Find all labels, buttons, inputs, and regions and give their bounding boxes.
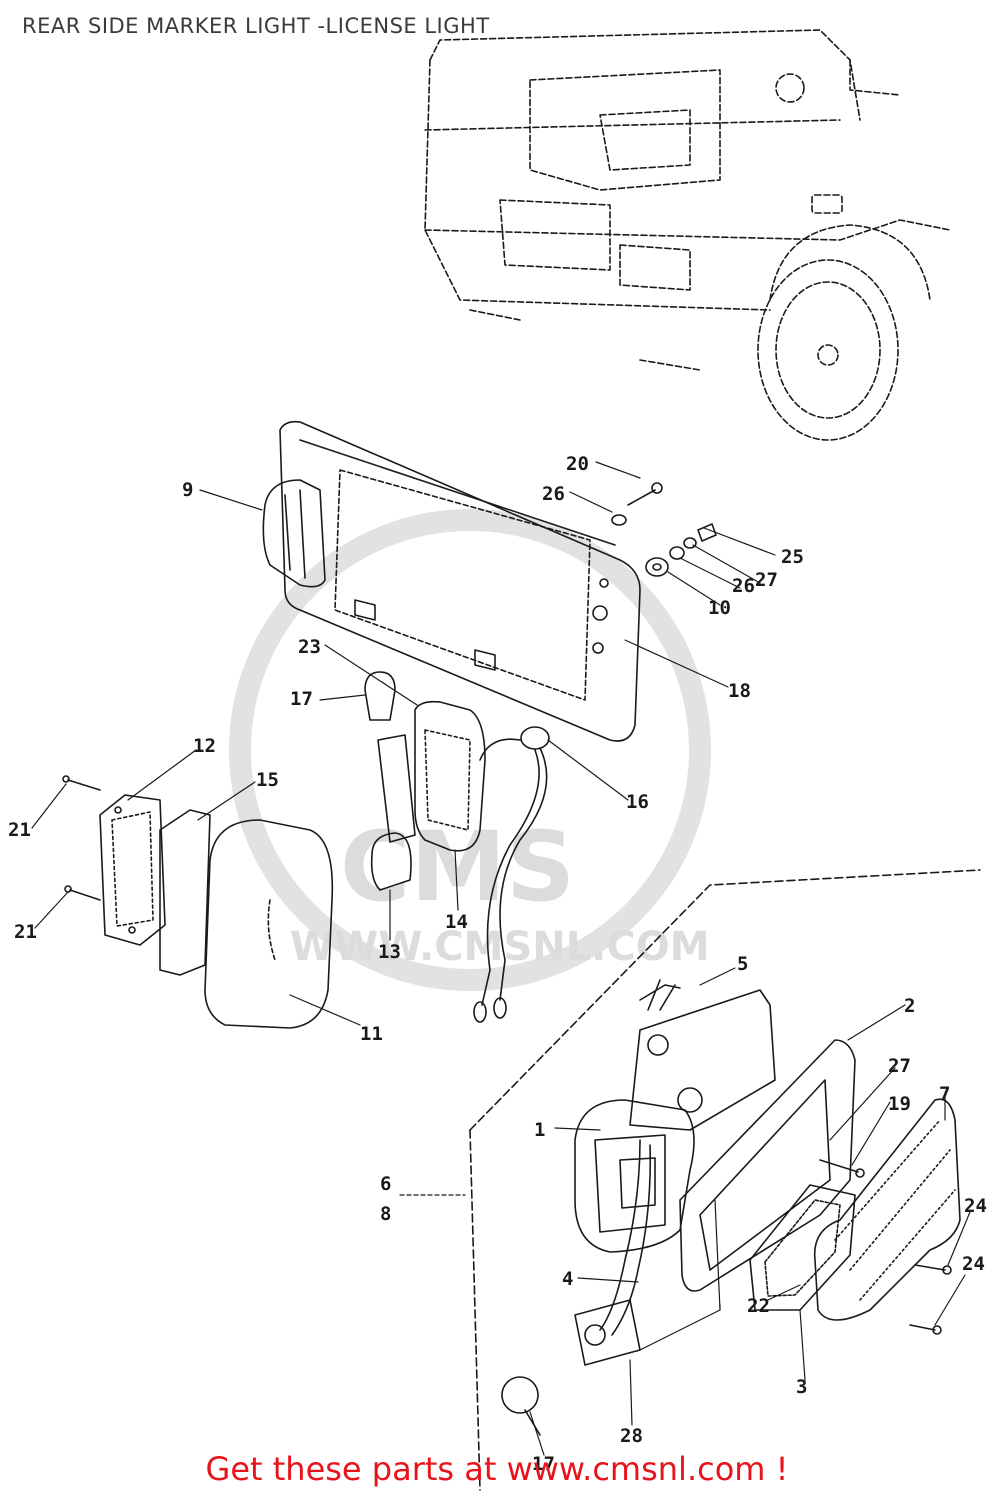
callout-2: 2 — [904, 995, 915, 1017]
screw-24-top — [914, 1264, 952, 1275]
callout-7: 7 — [939, 1083, 950, 1105]
callout-8: 8 — [380, 1203, 391, 1225]
callout-11: 11 — [360, 1023, 383, 1045]
footer-cta-link[interactable]: Get these parts at www.cmsnl.com ! — [205, 1450, 789, 1488]
callout-1: 1 — [534, 1119, 545, 1141]
callout-5: 5 — [737, 953, 748, 975]
watermark-url: WWW.CMSNL.COM — [290, 924, 710, 970]
license-light-lens — [204, 819, 334, 1029]
callout-9: 9 — [182, 479, 193, 501]
page-title: REAR SIDE MARKER LIGHT -LICENSE LIGHT — [22, 14, 490, 38]
callout-27-top: 27 — [755, 569, 778, 591]
callout-21-top: 21 — [8, 819, 31, 841]
callout-26-top: 26 — [542, 483, 565, 505]
callout-23: 23 — [298, 636, 321, 658]
screw-21-bottom — [64, 885, 101, 901]
callout-25: 25 — [781, 546, 804, 568]
side-marker-light — [262, 479, 326, 588]
reflector-frame-2 — [679, 1039, 856, 1292]
assembly-group-bracket — [469, 869, 981, 1491]
callout-12: 12 — [193, 735, 216, 757]
vehicle-rear-outline — [424, 29, 951, 441]
mounting-plate-5 — [629, 984, 776, 1131]
marker-light-case-1 — [574, 1099, 695, 1253]
screw-24-bottom — [909, 1324, 942, 1335]
callout-17-bottom: 17 — [532, 1453, 555, 1475]
callout-27-bottom: 27 — [888, 1055, 911, 1077]
license-light-gasket — [159, 809, 211, 976]
socket-28 — [574, 1299, 641, 1366]
screw-21-top — [62, 775, 101, 791]
callout-20: 20 — [566, 453, 589, 475]
gasket-3 — [749, 1184, 856, 1311]
callout-10: 10 — [708, 597, 731, 619]
callout-6: 6 — [380, 1173, 391, 1195]
callout-16: 16 — [626, 791, 649, 813]
callout-3: 3 — [796, 1376, 807, 1398]
bulb-17-bottom — [501, 1376, 541, 1436]
callout-24-top: 24 — [964, 1195, 987, 1217]
cms-watermark: CMS WWW.CMSNL.COM — [229, 509, 711, 991]
wire-4 — [599, 979, 676, 1336]
housing-14 — [414, 700, 486, 852]
bolt-washer-set — [611, 482, 717, 577]
leader-lines — [31, 461, 971, 1456]
harness-16 — [473, 726, 550, 1023]
callout-15: 15 — [256, 769, 279, 791]
callout-17-top: 17 — [290, 688, 313, 710]
socket-13 — [370, 734, 416, 891]
callout-labels: 9 20 26 25 27 26 10 18 23 17 12 15 21 21… — [8, 453, 987, 1475]
callout-24-bottom: 24 — [962, 1253, 985, 1275]
callout-4: 4 — [562, 1268, 573, 1290]
callout-21-bottom: 21 — [14, 921, 37, 943]
bulb-17-top — [364, 671, 396, 721]
callout-19: 19 — [888, 1093, 911, 1115]
callout-18: 18 — [728, 680, 751, 702]
lens-7 — [813, 1098, 961, 1321]
callout-14: 14 — [445, 911, 468, 933]
callout-28: 28 — [620, 1425, 643, 1447]
license-plate-bracket — [279, 420, 641, 742]
callout-13: 13 — [378, 941, 401, 963]
screw-19 — [819, 1159, 865, 1178]
license-light-frame — [99, 794, 166, 946]
callout-26-bottom: 26 — [732, 575, 755, 597]
callout-22: 22 — [747, 1295, 770, 1317]
